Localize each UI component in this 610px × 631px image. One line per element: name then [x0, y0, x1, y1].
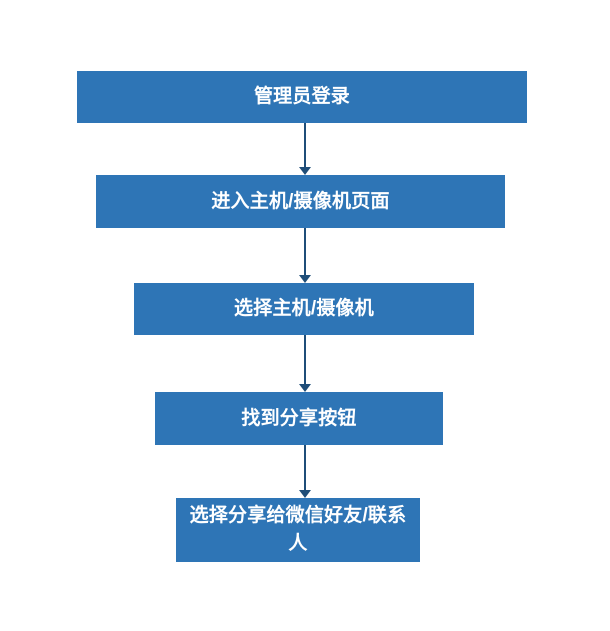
flow-arrow-node2-to-node3 [299, 228, 311, 283]
arrow-head-down-icon [299, 167, 311, 175]
flow-node-label: 选择分享给微信好友/联系人 [189, 505, 407, 554]
flow-node-admin-login[interactable]: 管理员登录 [77, 71, 527, 123]
flow-arrow-node3-to-node4 [299, 335, 311, 392]
flow-node-label: 找到分享按钮 [241, 407, 357, 429]
flow-node-select-host-camera[interactable]: 选择主机/摄像机 [134, 283, 474, 335]
arrow-head-down-icon [299, 490, 311, 498]
flow-arrow-node4-to-node5 [299, 445, 311, 498]
arrow-head-down-icon [299, 384, 311, 392]
arrow-shaft [304, 123, 306, 167]
arrow-head-down-icon [299, 275, 311, 283]
flow-node-enter-host-camera-page[interactable]: 进入主机/摄像机页面 [96, 175, 505, 228]
flow-arrow-node1-to-node2 [299, 123, 311, 175]
arrow-shaft [304, 445, 306, 490]
flow-node-label: 选择主机/摄像机 [234, 298, 374, 319]
flow-node-share-to-wechat-friend-contact[interactable]: 选择分享给微信好友/联系人 [176, 498, 420, 562]
flow-node-find-share-button[interactable]: 找到分享按钮 [155, 392, 443, 445]
arrow-shaft [304, 228, 306, 275]
flow-node-label: 管理员登录 [253, 86, 350, 107]
flow-node-label: 进入主机/摄像机页面 [211, 190, 390, 212]
arrow-shaft [304, 335, 306, 384]
